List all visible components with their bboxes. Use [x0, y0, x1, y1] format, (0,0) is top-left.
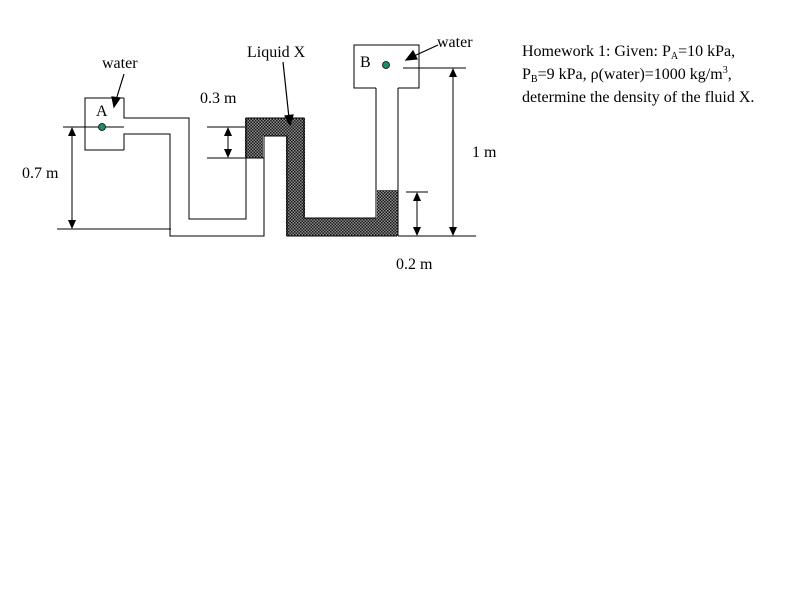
- problem-statement: Homework 1: Given: PA=10 kPa, PB=9 kPa, …: [522, 40, 797, 109]
- arrow-07-top: [68, 127, 76, 136]
- arrow-02-top: [413, 192, 421, 201]
- arrow-03-top: [224, 127, 232, 136]
- label-water-left: water: [102, 55, 138, 72]
- leader-liquid-x: [282, 61, 290, 119]
- label-point-a: A: [96, 103, 108, 120]
- comma: ,: [727, 66, 732, 83]
- pipe-walls: [84, 44, 420, 237]
- label-dim-1: 1 m: [472, 144, 497, 161]
- label-dim-07: 0.7 m: [22, 165, 59, 182]
- arrow-1m-bottom: [449, 227, 457, 236]
- label-dim-02: 0.2 m: [396, 256, 433, 273]
- symbol-p: P: [522, 66, 531, 83]
- arrow-03-bottom: [224, 149, 232, 158]
- point-a-marker: [98, 123, 106, 131]
- label-water-right: water: [437, 34, 473, 51]
- value-pa: =10 kPa,: [678, 43, 736, 60]
- leader-water-left: [115, 73, 125, 101]
- label-dim-03: 0.3 m: [200, 90, 237, 107]
- tank-a-outline: [84, 97, 124, 151]
- rho-water-value: (water)=1000 kg/m: [598, 66, 723, 83]
- value-pb: =9 kPa,: [537, 66, 591, 83]
- label-point-b: B: [360, 54, 371, 71]
- dimension-lines: [57, 67, 476, 237]
- superscript-3: 3: [722, 65, 728, 76]
- leader-water-right: [413, 44, 439, 57]
- arrow-07-bottom: [68, 220, 76, 229]
- arrowheads: [68, 68, 457, 236]
- leader-arrows: [111, 44, 439, 127]
- label-liquid-x: Liquid X: [247, 44, 306, 61]
- point-b-marker: [382, 61, 390, 69]
- subscript-b: B: [530, 74, 538, 85]
- arrow-02-bottom: [413, 227, 421, 236]
- symbol-rho: ρ: [590, 66, 599, 83]
- tank-b-outline: [353, 44, 420, 89]
- subscript-a: A: [670, 51, 679, 62]
- problem-intro: Homework 1: Given: P: [522, 43, 671, 60]
- liquid-x-fill: [245, 118, 398, 236]
- pipe-a-outer: [123, 98, 376, 220]
- arrow-1m-top: [449, 68, 457, 77]
- pipe-a-inner: [123, 133, 397, 237]
- problem-task: determine the density of the fluid X.: [522, 89, 755, 106]
